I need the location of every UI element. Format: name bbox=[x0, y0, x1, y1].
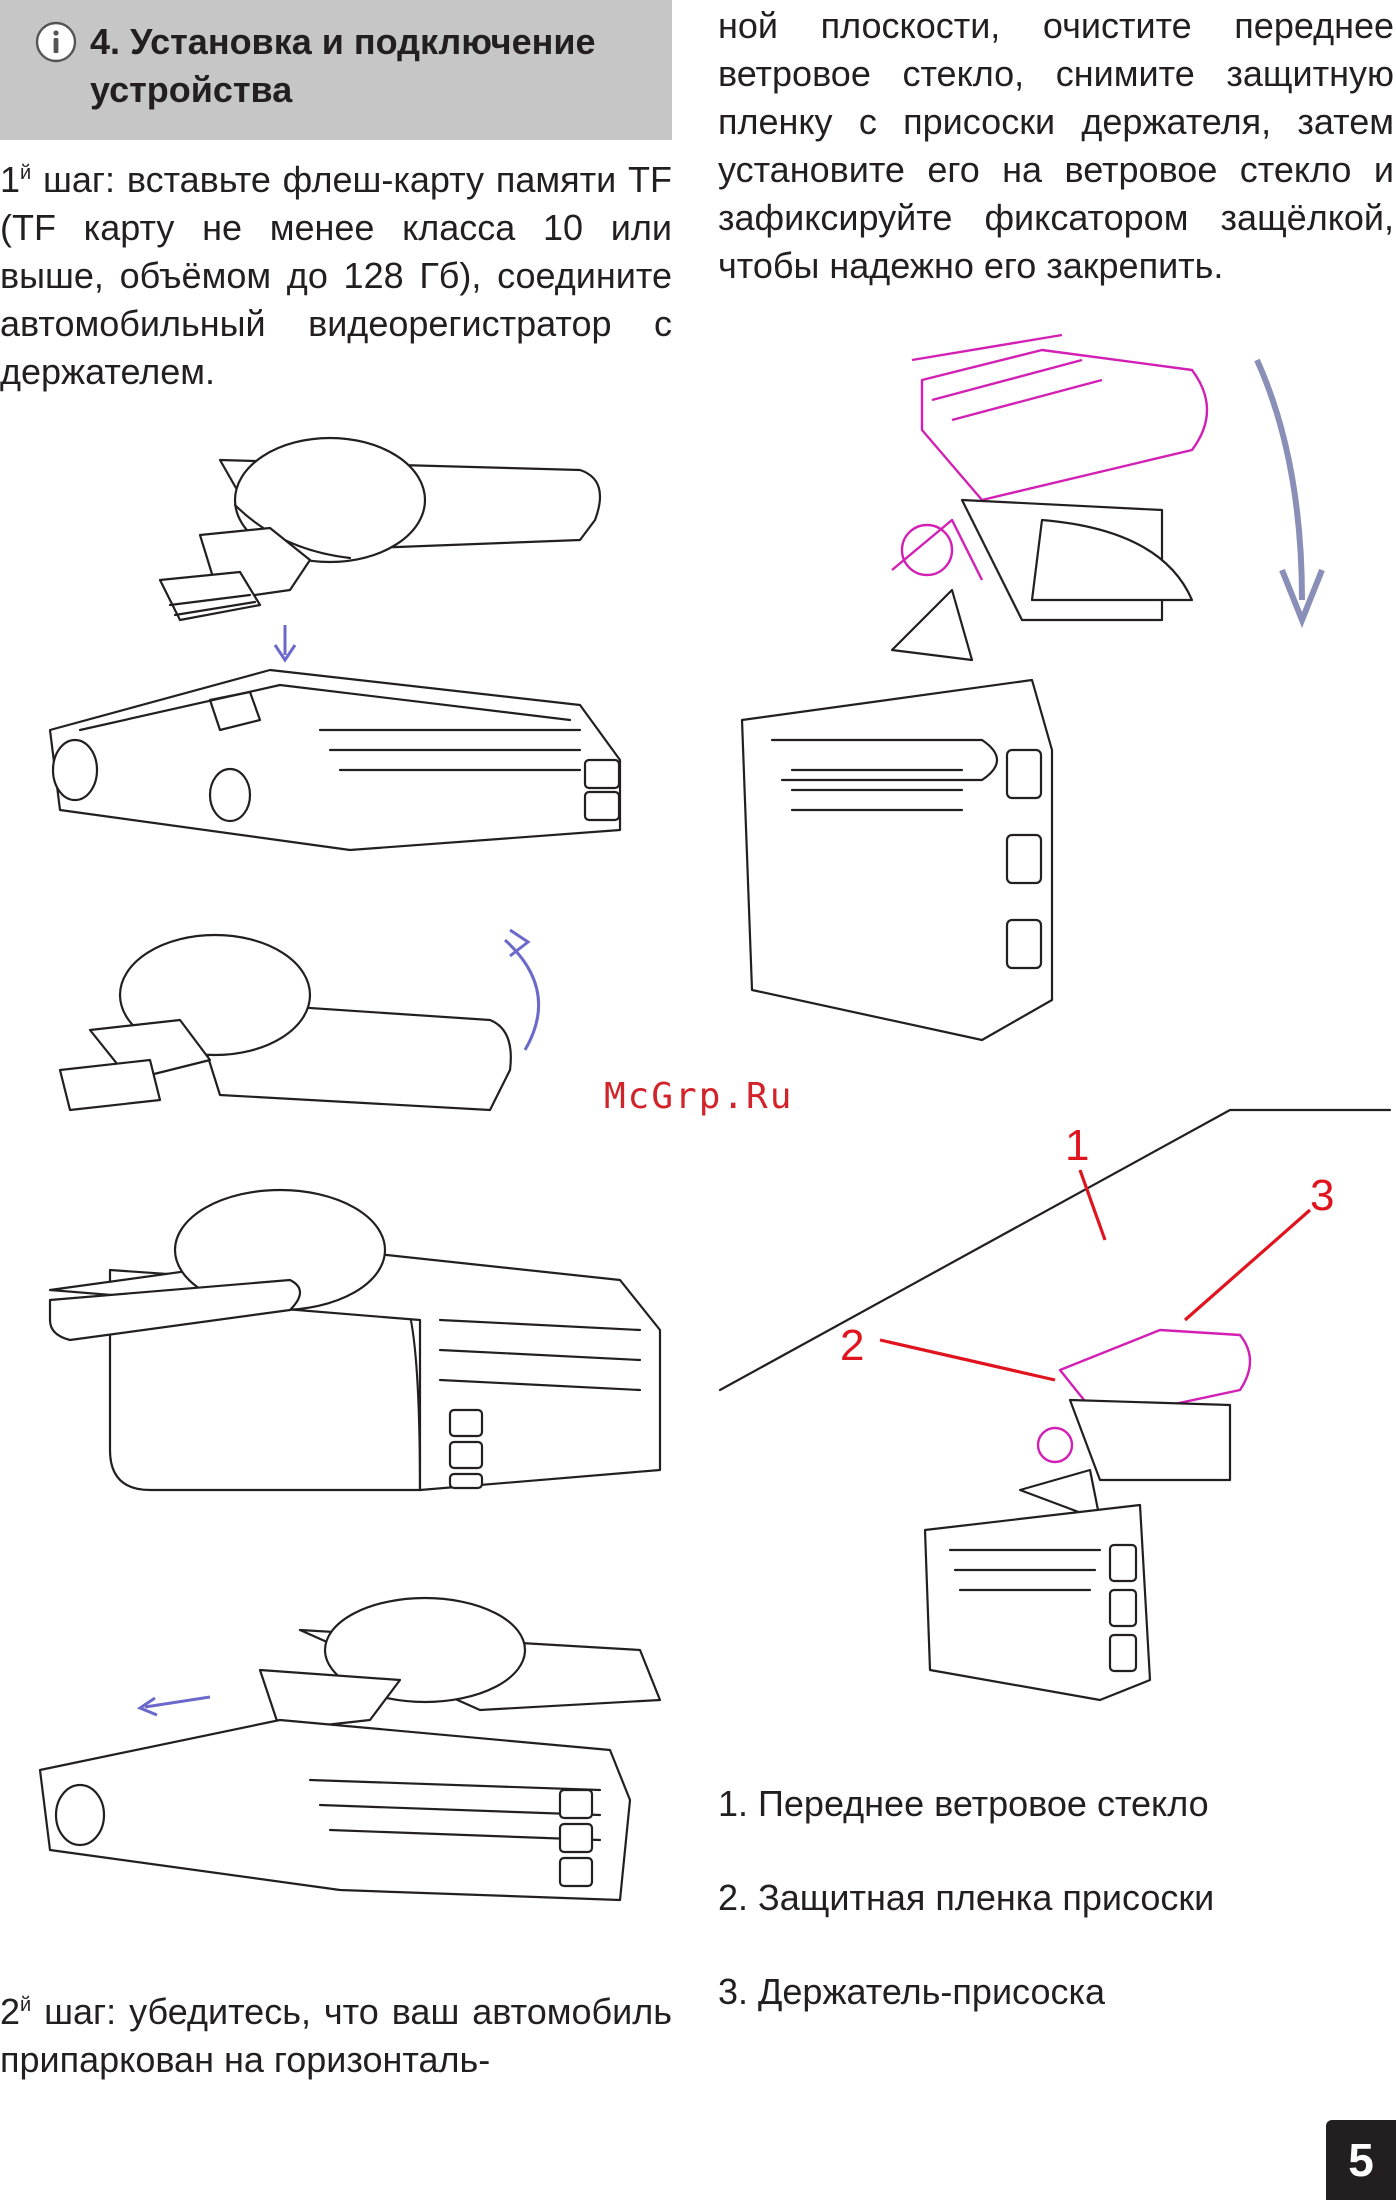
section-title: 4. Установка и подключение устройства bbox=[90, 21, 596, 110]
illustration-mount-attach bbox=[48, 436, 622, 852]
arrow-down-icon bbox=[273, 625, 297, 663]
legend-item-3: 3. Держатель-присоска bbox=[718, 1971, 1106, 2012]
legend-item-2: 2. Защитная пленка присоски bbox=[718, 1877, 1215, 1918]
step2-number: 2 bbox=[0, 1991, 21, 2032]
arrow-curve-icon bbox=[503, 928, 541, 1051]
page-number: 5 bbox=[1326, 2120, 1396, 2200]
illustration-callouts: 1 2 3 bbox=[718, 1108, 1392, 1702]
callout-1: 1 bbox=[1065, 1121, 1107, 1241]
step1-paragraph: 1й шаг: вставьте флеш-карту памяти TF (T… bbox=[0, 156, 672, 396]
callout-3: 3 bbox=[1183, 1171, 1334, 1322]
callout-2-label: 2 bbox=[840, 1321, 864, 1370]
step2-suffix: й bbox=[20, 1994, 32, 2016]
step1-text: шаг: вставьте флеш-карту памяти TF (TF к… bbox=[0, 159, 672, 392]
illustration-film-removal bbox=[58, 928, 541, 1112]
windshield-line bbox=[718, 1108, 1392, 1392]
illustration-mount-installed bbox=[48, 1188, 662, 1492]
callout-1-label: 1 bbox=[1065, 1121, 1089, 1170]
watermark-text: McGrp.Ru bbox=[604, 1076, 794, 1117]
illustration-windshield-install bbox=[740, 333, 1325, 1042]
step2-continuation: ной плоскости, очистите переднее ветрово… bbox=[718, 5, 1394, 286]
info-circle-icon bbox=[35, 21, 77, 63]
section-heading: 4. Установка и подключение устройства bbox=[0, 0, 672, 140]
suction-mount-drawing bbox=[158, 436, 602, 622]
callout-3-label: 3 bbox=[1310, 1171, 1334, 1220]
arrow-left-icon bbox=[136, 1695, 211, 1717]
callout-2: 2 bbox=[840, 1321, 1056, 1382]
step1-suffix: й bbox=[20, 162, 32, 184]
step2-text: шаг: убедитесь, что ваш автомобиль припа… bbox=[0, 1991, 672, 2080]
legend-item-1: 1. Переднее ветровое стекло bbox=[718, 1783, 1209, 1824]
device-drawing bbox=[48, 668, 622, 852]
step1-number: 1 bbox=[0, 159, 21, 200]
illustration-mount-slide bbox=[38, 1596, 662, 1902]
rotate-arrow-icon bbox=[1254, 358, 1325, 629]
step2-paragraph: 2й шаг: убедитесь, что ваш автомобиль пр… bbox=[0, 1988, 672, 2084]
